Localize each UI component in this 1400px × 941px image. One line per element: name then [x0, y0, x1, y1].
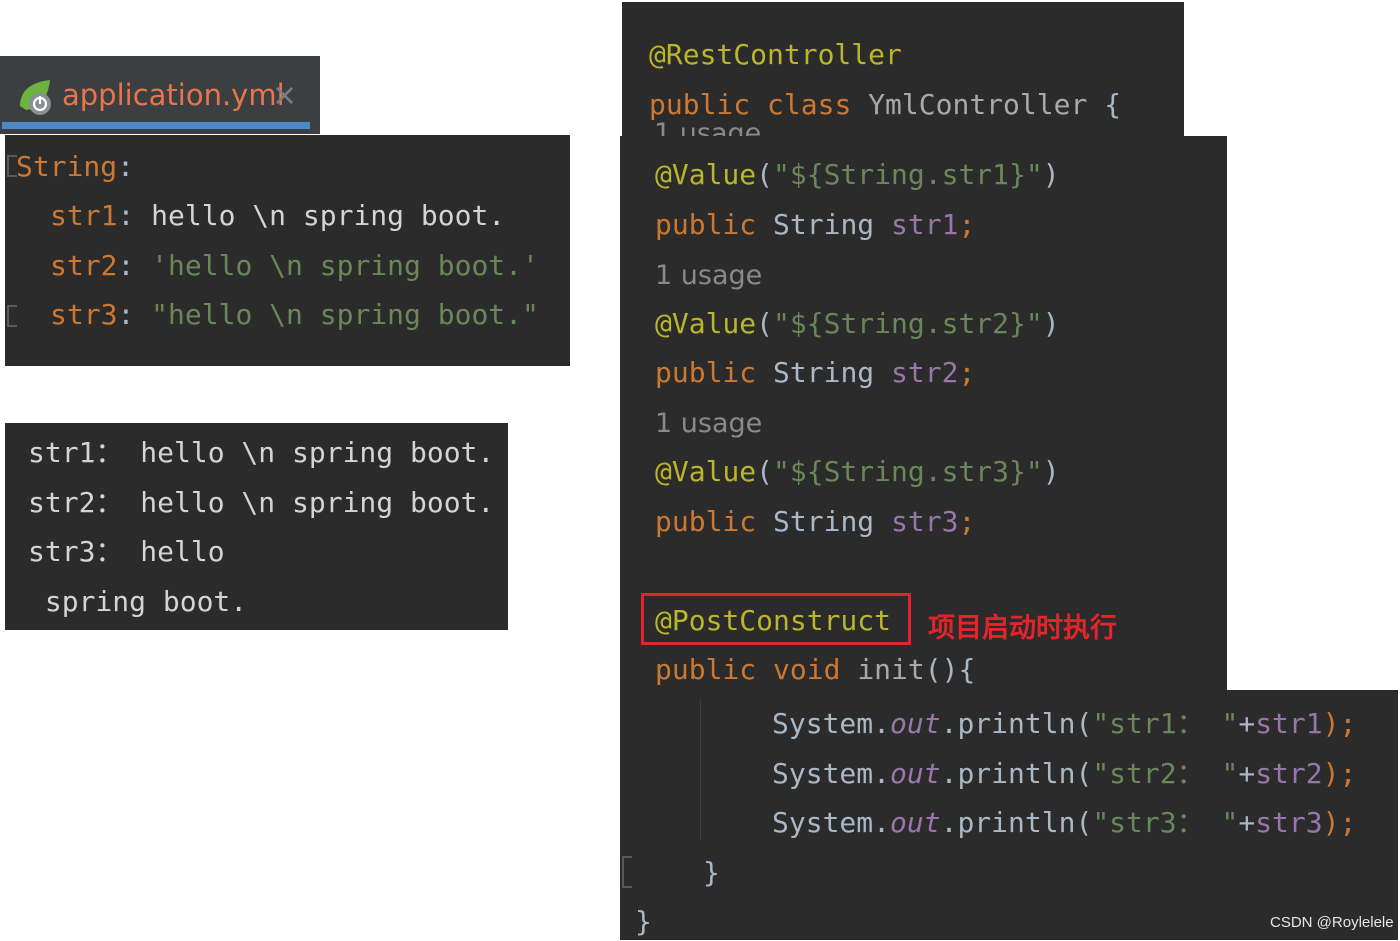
- yml-line-2: str1: hello \n spring boot.: [50, 199, 506, 232]
- yml-line-1: String:: [16, 150, 135, 183]
- console-line: str1： hello \n spring boot.: [28, 436, 495, 469]
- fold-marker-icon: [622, 856, 632, 888]
- console-output: str1： hello \n spring boot. str2： hello …: [5, 423, 508, 630]
- class-declaration: public class YmlController {: [649, 88, 1122, 121]
- active-tab-indicator: [2, 122, 310, 129]
- fold-marker-icon: [7, 155, 17, 177]
- yml-file-tab[interactable]: application.yml ×: [0, 56, 320, 134]
- indent-guide: [700, 700, 701, 840]
- java-field-declarations: [620, 136, 1227, 692]
- value-annotation: @Value("${String.str1}"): [655, 158, 1060, 191]
- tab-close-icon[interactable]: ×: [272, 78, 298, 113]
- usage-hint: 1 usage: [655, 408, 763, 439]
- java-class-header: @RestController public class YmlControll…: [622, 2, 1184, 138]
- field-declaration: public String str3;: [655, 505, 976, 538]
- field-declaration: public String str2;: [655, 356, 976, 389]
- rest-controller-annotation: @RestController: [649, 38, 902, 71]
- yml-editor: String: str1: hello \n spring boot. str2…: [5, 135, 570, 366]
- yml-line-4: str3: "hello \n spring boot.": [50, 298, 539, 331]
- java-method-body: [620, 690, 1398, 940]
- annotation-note: 项目启动时执行: [928, 613, 1117, 644]
- class-close-brace: }: [635, 905, 652, 938]
- post-construct-annotation: @PostConstruct: [655, 604, 892, 637]
- value-annotation: @Value("${String.str2}"): [655, 307, 1060, 340]
- console-line: str2： hello \n spring boot.: [28, 486, 495, 519]
- println-statement: System.out.println("str2： "+str2);: [772, 757, 1357, 790]
- watermark: CSDN @Roylelele: [1270, 914, 1394, 931]
- highlight-box: [641, 593, 911, 645]
- tab-filename: application.yml: [62, 78, 285, 112]
- usage-hint: 1 usage: [654, 118, 762, 138]
- spring-boot-icon: [20, 80, 51, 115]
- yml-line-3: str2: 'hello \n spring boot.': [50, 249, 539, 282]
- usage-hint: 1 usage: [655, 260, 763, 291]
- init-method-signature: public void init(){: [655, 653, 976, 686]
- fold-marker-icon: [7, 305, 17, 327]
- method-close-brace: }: [703, 856, 720, 889]
- println-statement: System.out.println("str3： "+str3);: [772, 806, 1357, 839]
- println-statement: System.out.println("str1： "+str1);: [772, 707, 1357, 740]
- console-line: spring boot.: [28, 585, 248, 618]
- value-annotation: @Value("${String.str3}"): [655, 455, 1060, 488]
- field-declaration: public String str1;: [655, 208, 976, 241]
- console-line: str3： hello: [28, 535, 225, 568]
